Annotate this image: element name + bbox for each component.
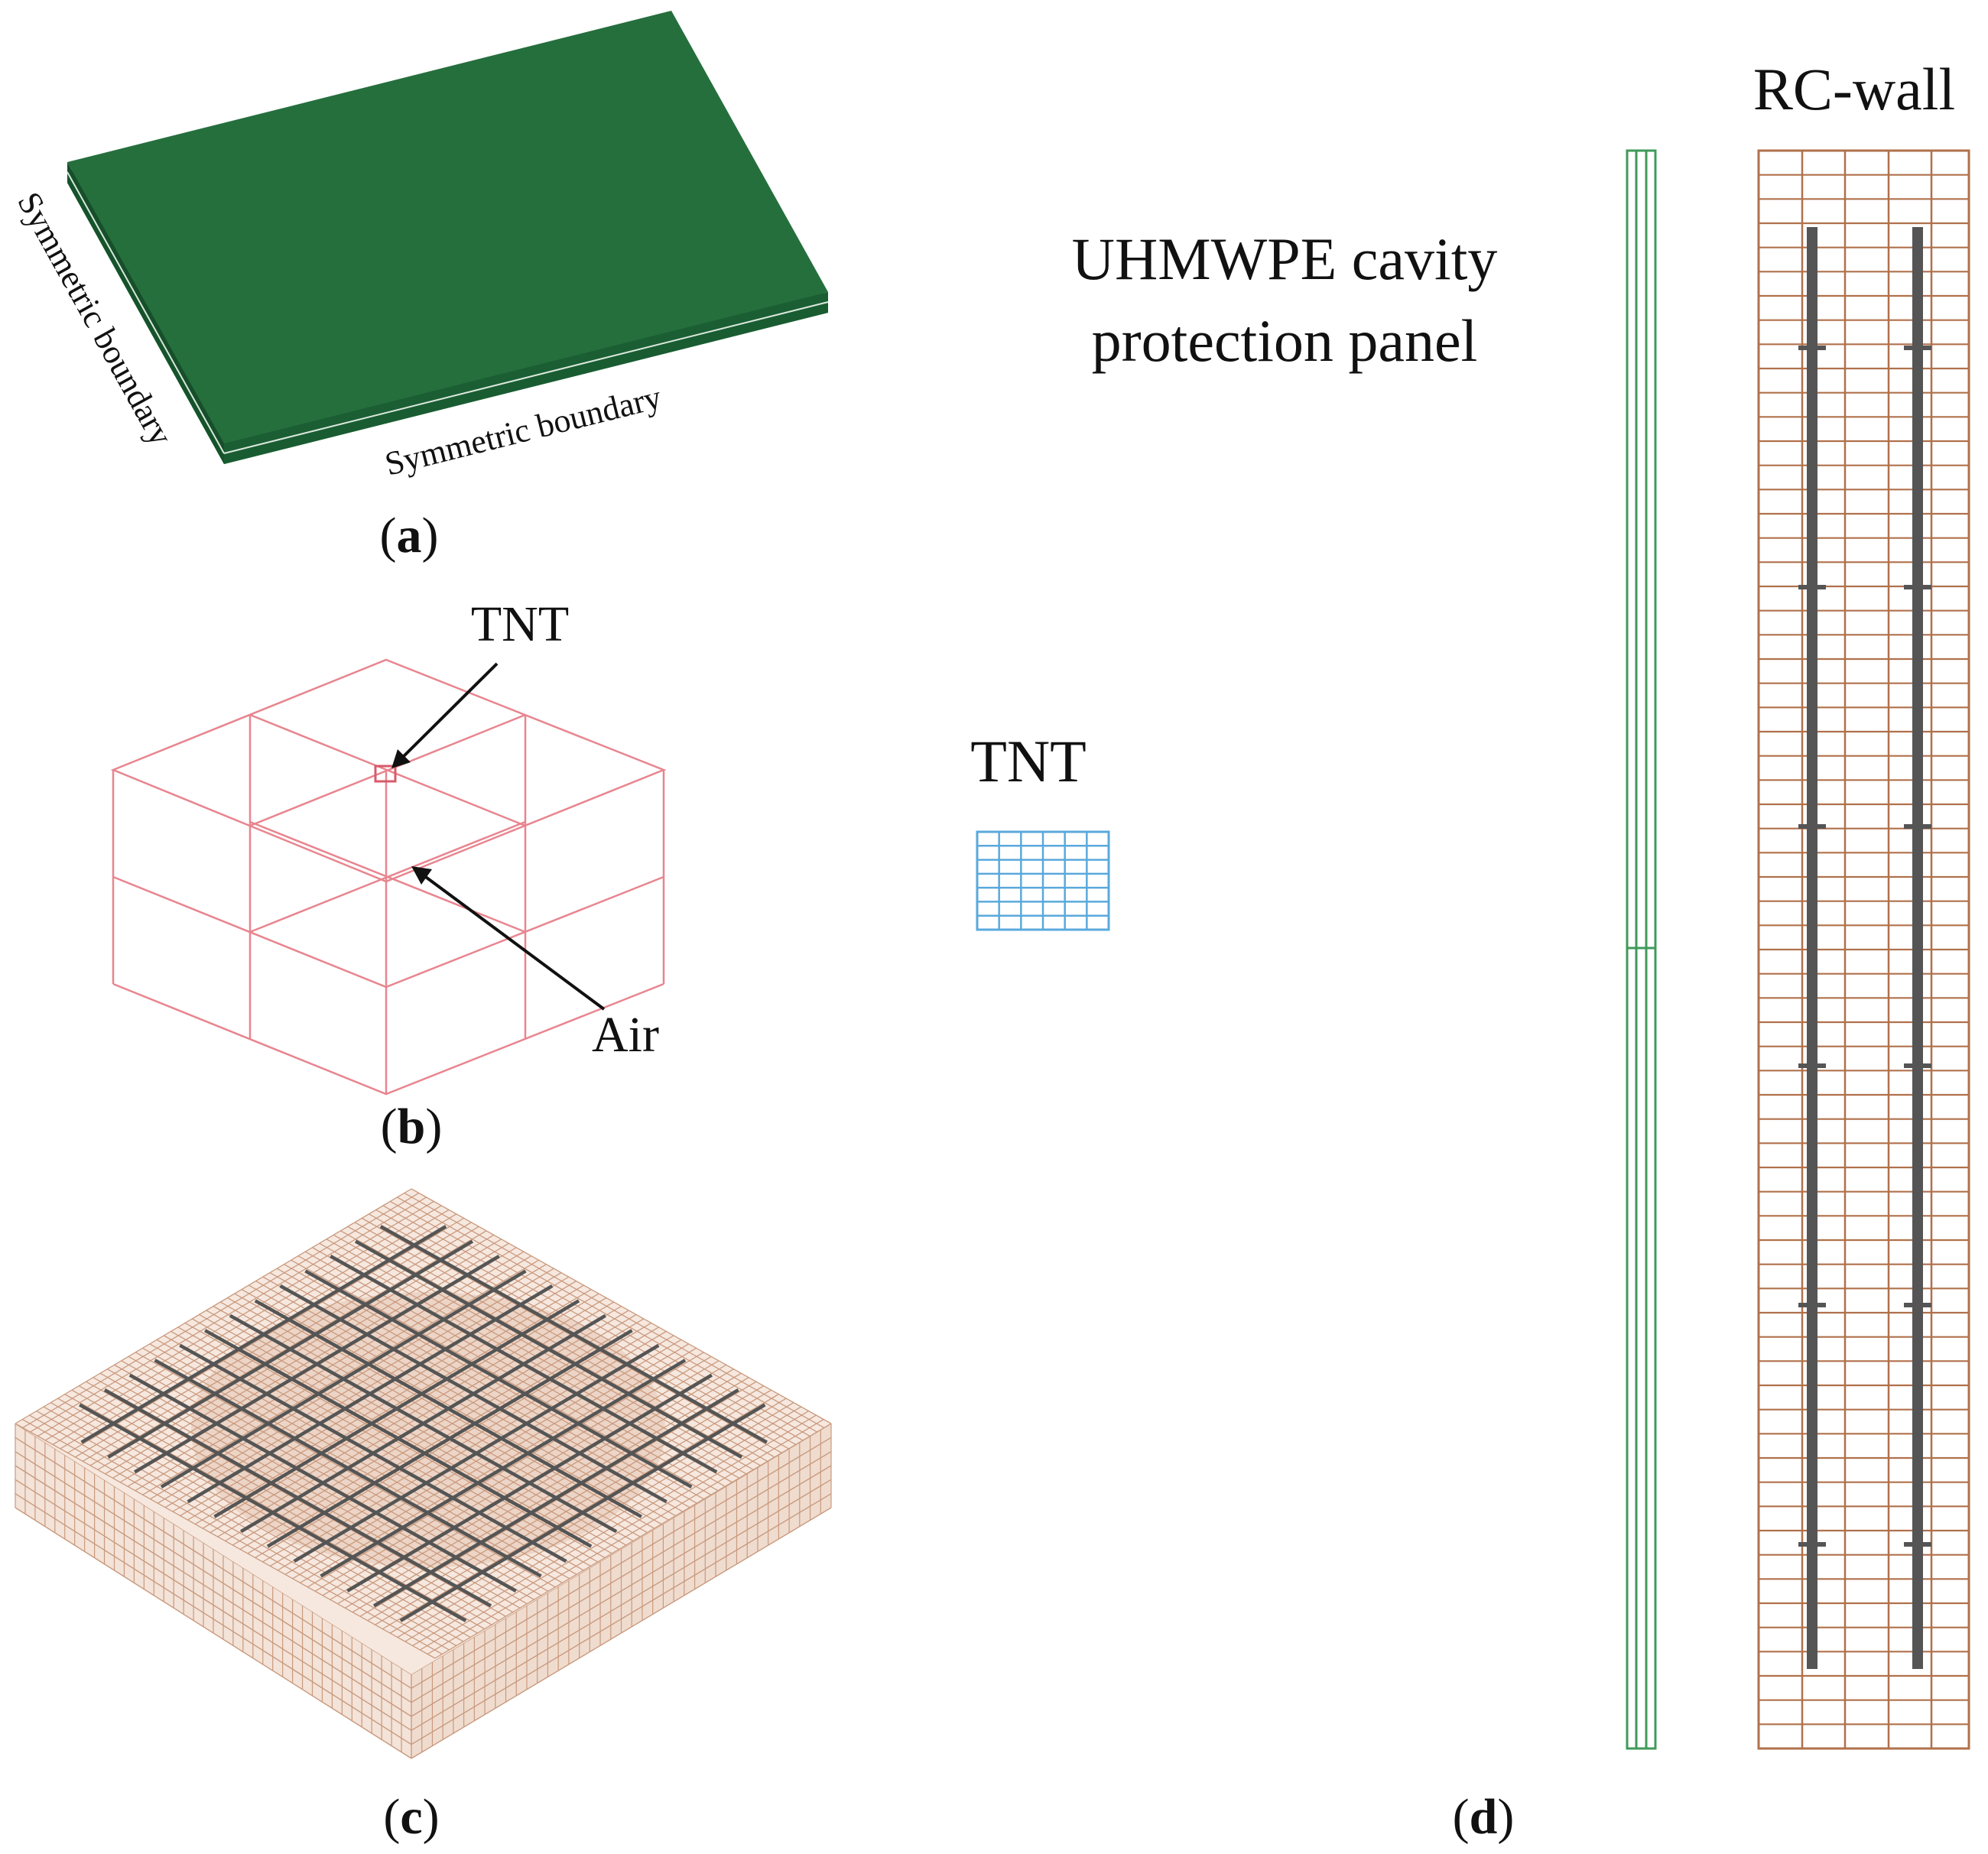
caption-b: (b): [381, 1099, 443, 1154]
rebar-bar: [346, 1373, 713, 1593]
uhmwpe-panel-mesh: [1626, 149, 1657, 1750]
caption-d-letter: d: [1470, 1789, 1498, 1845]
tnt-mesh: [976, 830, 1110, 931]
rebar-bar: [320, 1359, 687, 1578]
rebar-bar: [179, 1343, 567, 1563]
rebar-bar: [154, 1359, 542, 1578]
slab-mesh-line: [427, 1418, 824, 1655]
rebar-bar: [204, 1329, 593, 1548]
panel-d: RC-wall UHMWPE cavity protection panel T…: [970, 56, 1970, 1845]
panel-b: TNT Air (b): [110, 596, 667, 1154]
air-label: Air: [592, 1007, 659, 1063]
slab-mesh-line: [434, 1423, 832, 1659]
air-arrow-head: [411, 866, 432, 885]
uhmwpe-panel-3d: [67, 11, 829, 464]
caption-b-letter: b: [398, 1099, 426, 1154]
caption-c-letter: c: [400, 1789, 422, 1845]
rebar-bar: [79, 1403, 467, 1622]
rebar-bar: [399, 1403, 766, 1622]
rc-slab-mesh: [15, 1188, 832, 1759]
rebar-bar: [229, 1313, 618, 1534]
panel-outline: [1626, 149, 1657, 1750]
slab-mesh-line: [29, 1414, 450, 1651]
panel-a: Symmetric boundary Symmetric boundary (a…: [10, 11, 829, 563]
caption-c: (c): [383, 1789, 439, 1845]
slab-mesh-line: [15, 1423, 436, 1659]
caption-a-letter: a: [397, 508, 422, 563]
rebar-bar: [372, 1388, 739, 1608]
caption-d: (d): [1453, 1789, 1515, 1845]
rebar-bar: [266, 1329, 633, 1548]
slab-mesh-line: [420, 1414, 817, 1651]
panel-c: (c): [15, 1188, 832, 1845]
tnt-label-d: TNT: [970, 728, 1087, 794]
tnt-charge-small: [374, 765, 397, 783]
uhmwpe-label-line1: UHMWPE cavity: [1072, 226, 1498, 292]
uhmwpe-label-line2: protection panel: [1092, 307, 1478, 374]
rc-wall-label: RC-wall: [1753, 56, 1955, 122]
rebar-bar: [293, 1343, 660, 1563]
air-domain-mesh: [110, 658, 667, 1096]
caption-a: (a): [380, 508, 439, 563]
tnt-arrow-line: [394, 662, 499, 766]
rebar-bar: [103, 1388, 492, 1608]
slab-mesh-line: [21, 1418, 443, 1655]
rc-wall-mesh: [1757, 149, 1970, 1750]
tnt-arrow-head: [391, 749, 411, 768]
air-arrow-line: [419, 872, 606, 1011]
rebar-bar: [128, 1373, 517, 1593]
tnt-label-b: TNT: [471, 596, 569, 652]
